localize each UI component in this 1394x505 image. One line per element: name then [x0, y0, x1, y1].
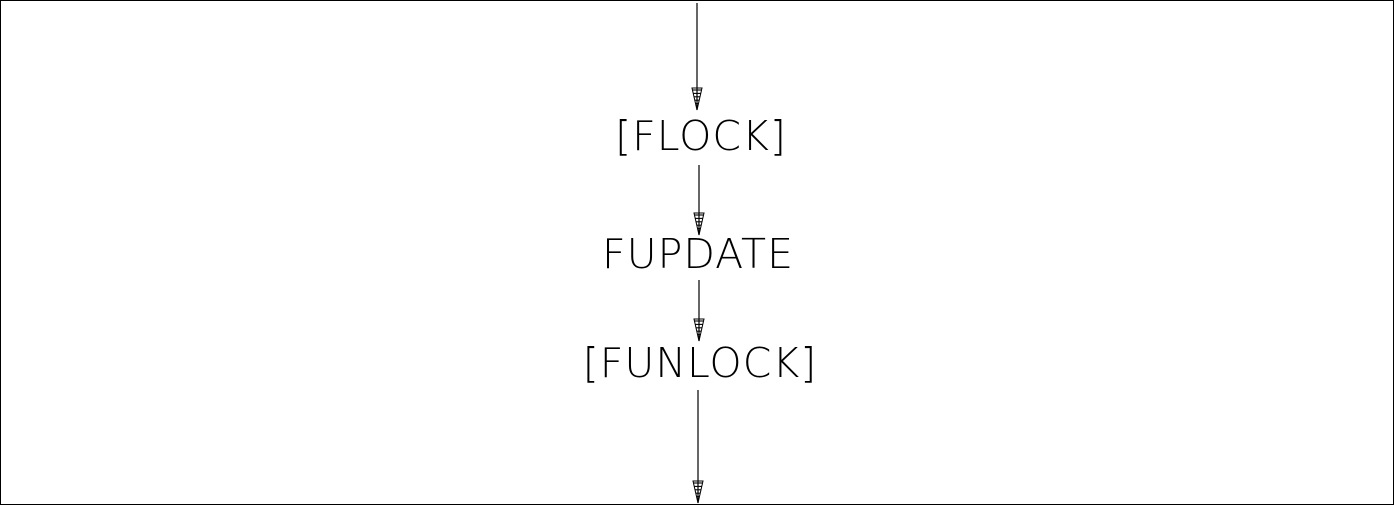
- arrow-head-icon: [691, 87, 703, 111]
- arrow-flock-to-fupdate: [693, 165, 705, 236]
- arrow-entry-to-flock: [691, 3, 703, 111]
- node-flock: [FLOCK]: [615, 112, 787, 160]
- arrow-funlock-to-exit: [692, 390, 704, 504]
- node-fupdate: FUPDATE: [602, 230, 794, 278]
- arrow-head-icon: [693, 318, 705, 342]
- arrow-fupdate-to-funlock: [693, 280, 705, 342]
- node-funlock: [FUNLOCK]: [583, 339, 817, 387]
- arrow-head-icon: [692, 480, 704, 504]
- arrow-head-icon: [693, 212, 705, 236]
